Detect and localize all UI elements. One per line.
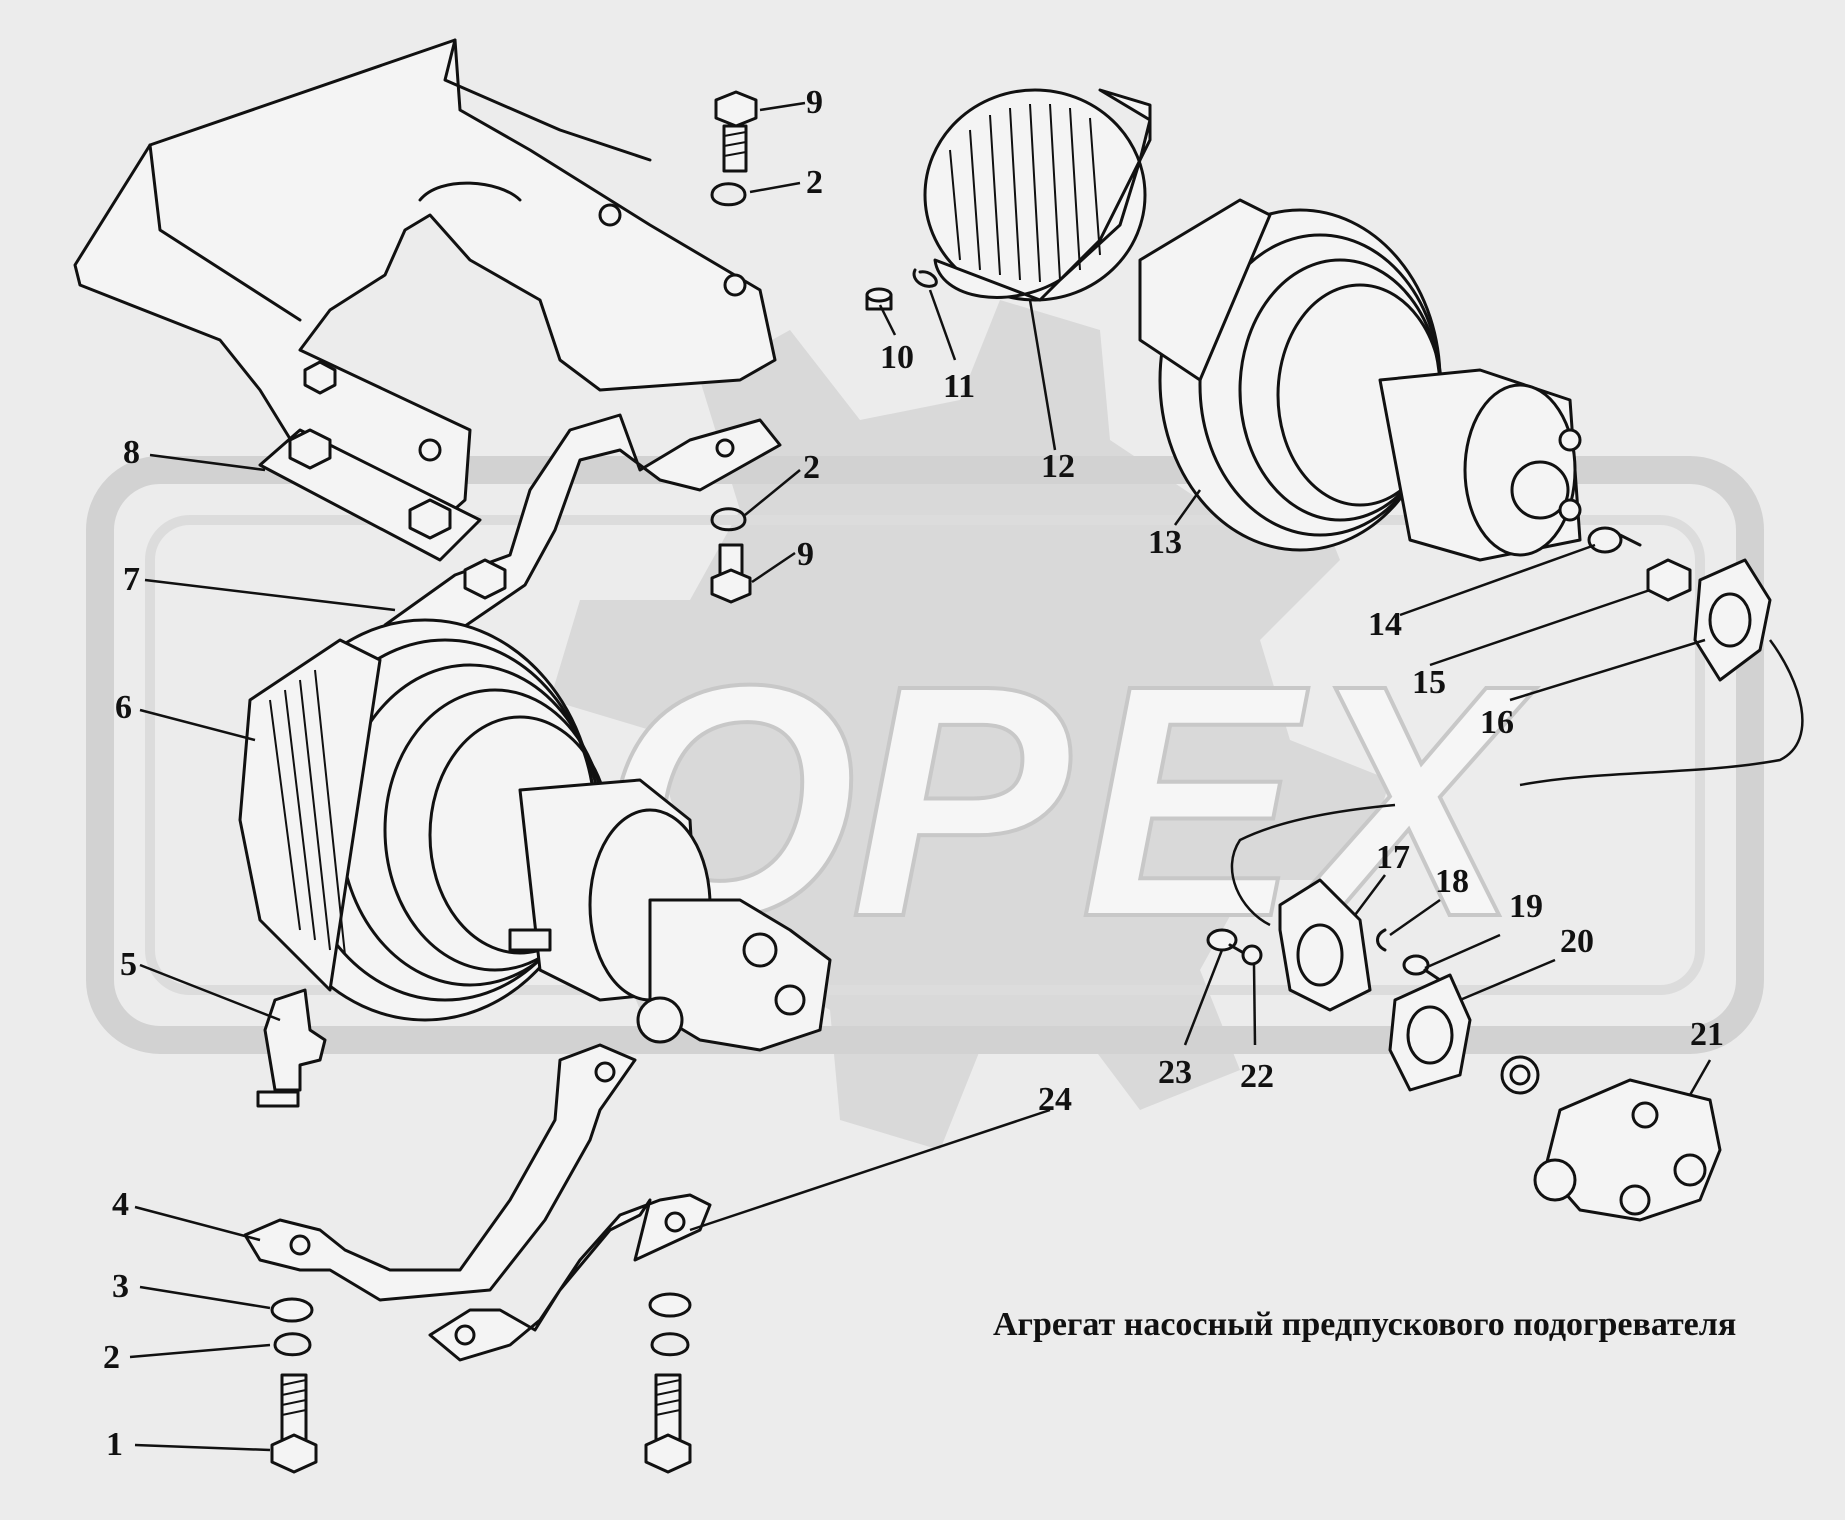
- callout-2-middle: 2: [803, 449, 820, 486]
- pump-unit-main: [238, 618, 832, 1052]
- fan-guard: [923, 88, 1152, 302]
- callout-15: 15: [1412, 664, 1446, 701]
- callout-13: 13: [1148, 524, 1182, 561]
- diagram-caption: Агрегат насосный предпускового подогрева…: [993, 1306, 1736, 1343]
- callout-19: 19: [1509, 888, 1543, 925]
- lower-clamp-right: [428, 1193, 712, 1362]
- callout-16: 16: [1480, 704, 1514, 741]
- callout-21: 21: [1690, 1016, 1724, 1053]
- callout-7: 7: [123, 561, 140, 598]
- fastener-stack-right: [644, 1292, 692, 1474]
- callout-6: 6: [115, 689, 132, 726]
- mounting-plate: [258, 360, 482, 562]
- svg-text:E: E: [1080, 616, 1312, 985]
- callout-14: 14: [1368, 606, 1402, 643]
- callout-12: 12: [1041, 448, 1075, 485]
- svg-text:P: P: [850, 616, 1072, 985]
- clip-11: [912, 268, 938, 288]
- callout-23: 23: [1158, 1054, 1192, 1091]
- gasket-20: [1388, 973, 1472, 1092]
- pump-unit-upper: [1138, 198, 1582, 562]
- fastener-stack-left: [270, 1297, 318, 1474]
- pump-21: [1533, 1078, 1722, 1222]
- cap-15: [1646, 558, 1692, 602]
- screw-19: [1402, 954, 1442, 982]
- fitting-small: [1500, 1055, 1540, 1095]
- lower-clamp-left: [243, 1043, 637, 1302]
- callout-10: 10: [880, 339, 914, 376]
- gasket-16: [1693, 558, 1772, 682]
- callout-2-bottom: 2: [103, 1339, 120, 1376]
- callout-4: 4: [112, 1186, 129, 1223]
- callout-18: 18: [1435, 863, 1469, 900]
- drain-valve: [256, 988, 327, 1108]
- callout-2-top: 2: [806, 164, 823, 201]
- nut-14: [1587, 526, 1642, 554]
- leader-lines: [129, 101, 1712, 1452]
- bolt-middle: [710, 507, 752, 604]
- callout-11: 11: [943, 368, 975, 405]
- callout-9-top: 9: [806, 84, 823, 121]
- screw-10: [865, 287, 893, 311]
- callout-1: 1: [106, 1426, 123, 1463]
- callout-24: 24: [1038, 1081, 1072, 1118]
- callout-8: 8: [123, 434, 140, 471]
- clip-18: [1376, 928, 1387, 952]
- callout-3: 3: [112, 1268, 129, 1305]
- callout-5: 5: [120, 946, 137, 983]
- flange-17: [1278, 878, 1372, 1012]
- callout-20: 20: [1560, 923, 1594, 960]
- bolt-top: [710, 90, 758, 207]
- washer-22: [1241, 944, 1263, 966]
- callout-labels: 1 2 3 4 5 6 7 8 9 2 2 9 10 11 12 13 14 1…: [103, 84, 1724, 1463]
- callout-9-middle: 9: [797, 536, 814, 573]
- upper-clamp: [383, 413, 782, 652]
- callout-17: 17: [1376, 839, 1410, 876]
- callout-22: 22: [1240, 1058, 1274, 1095]
